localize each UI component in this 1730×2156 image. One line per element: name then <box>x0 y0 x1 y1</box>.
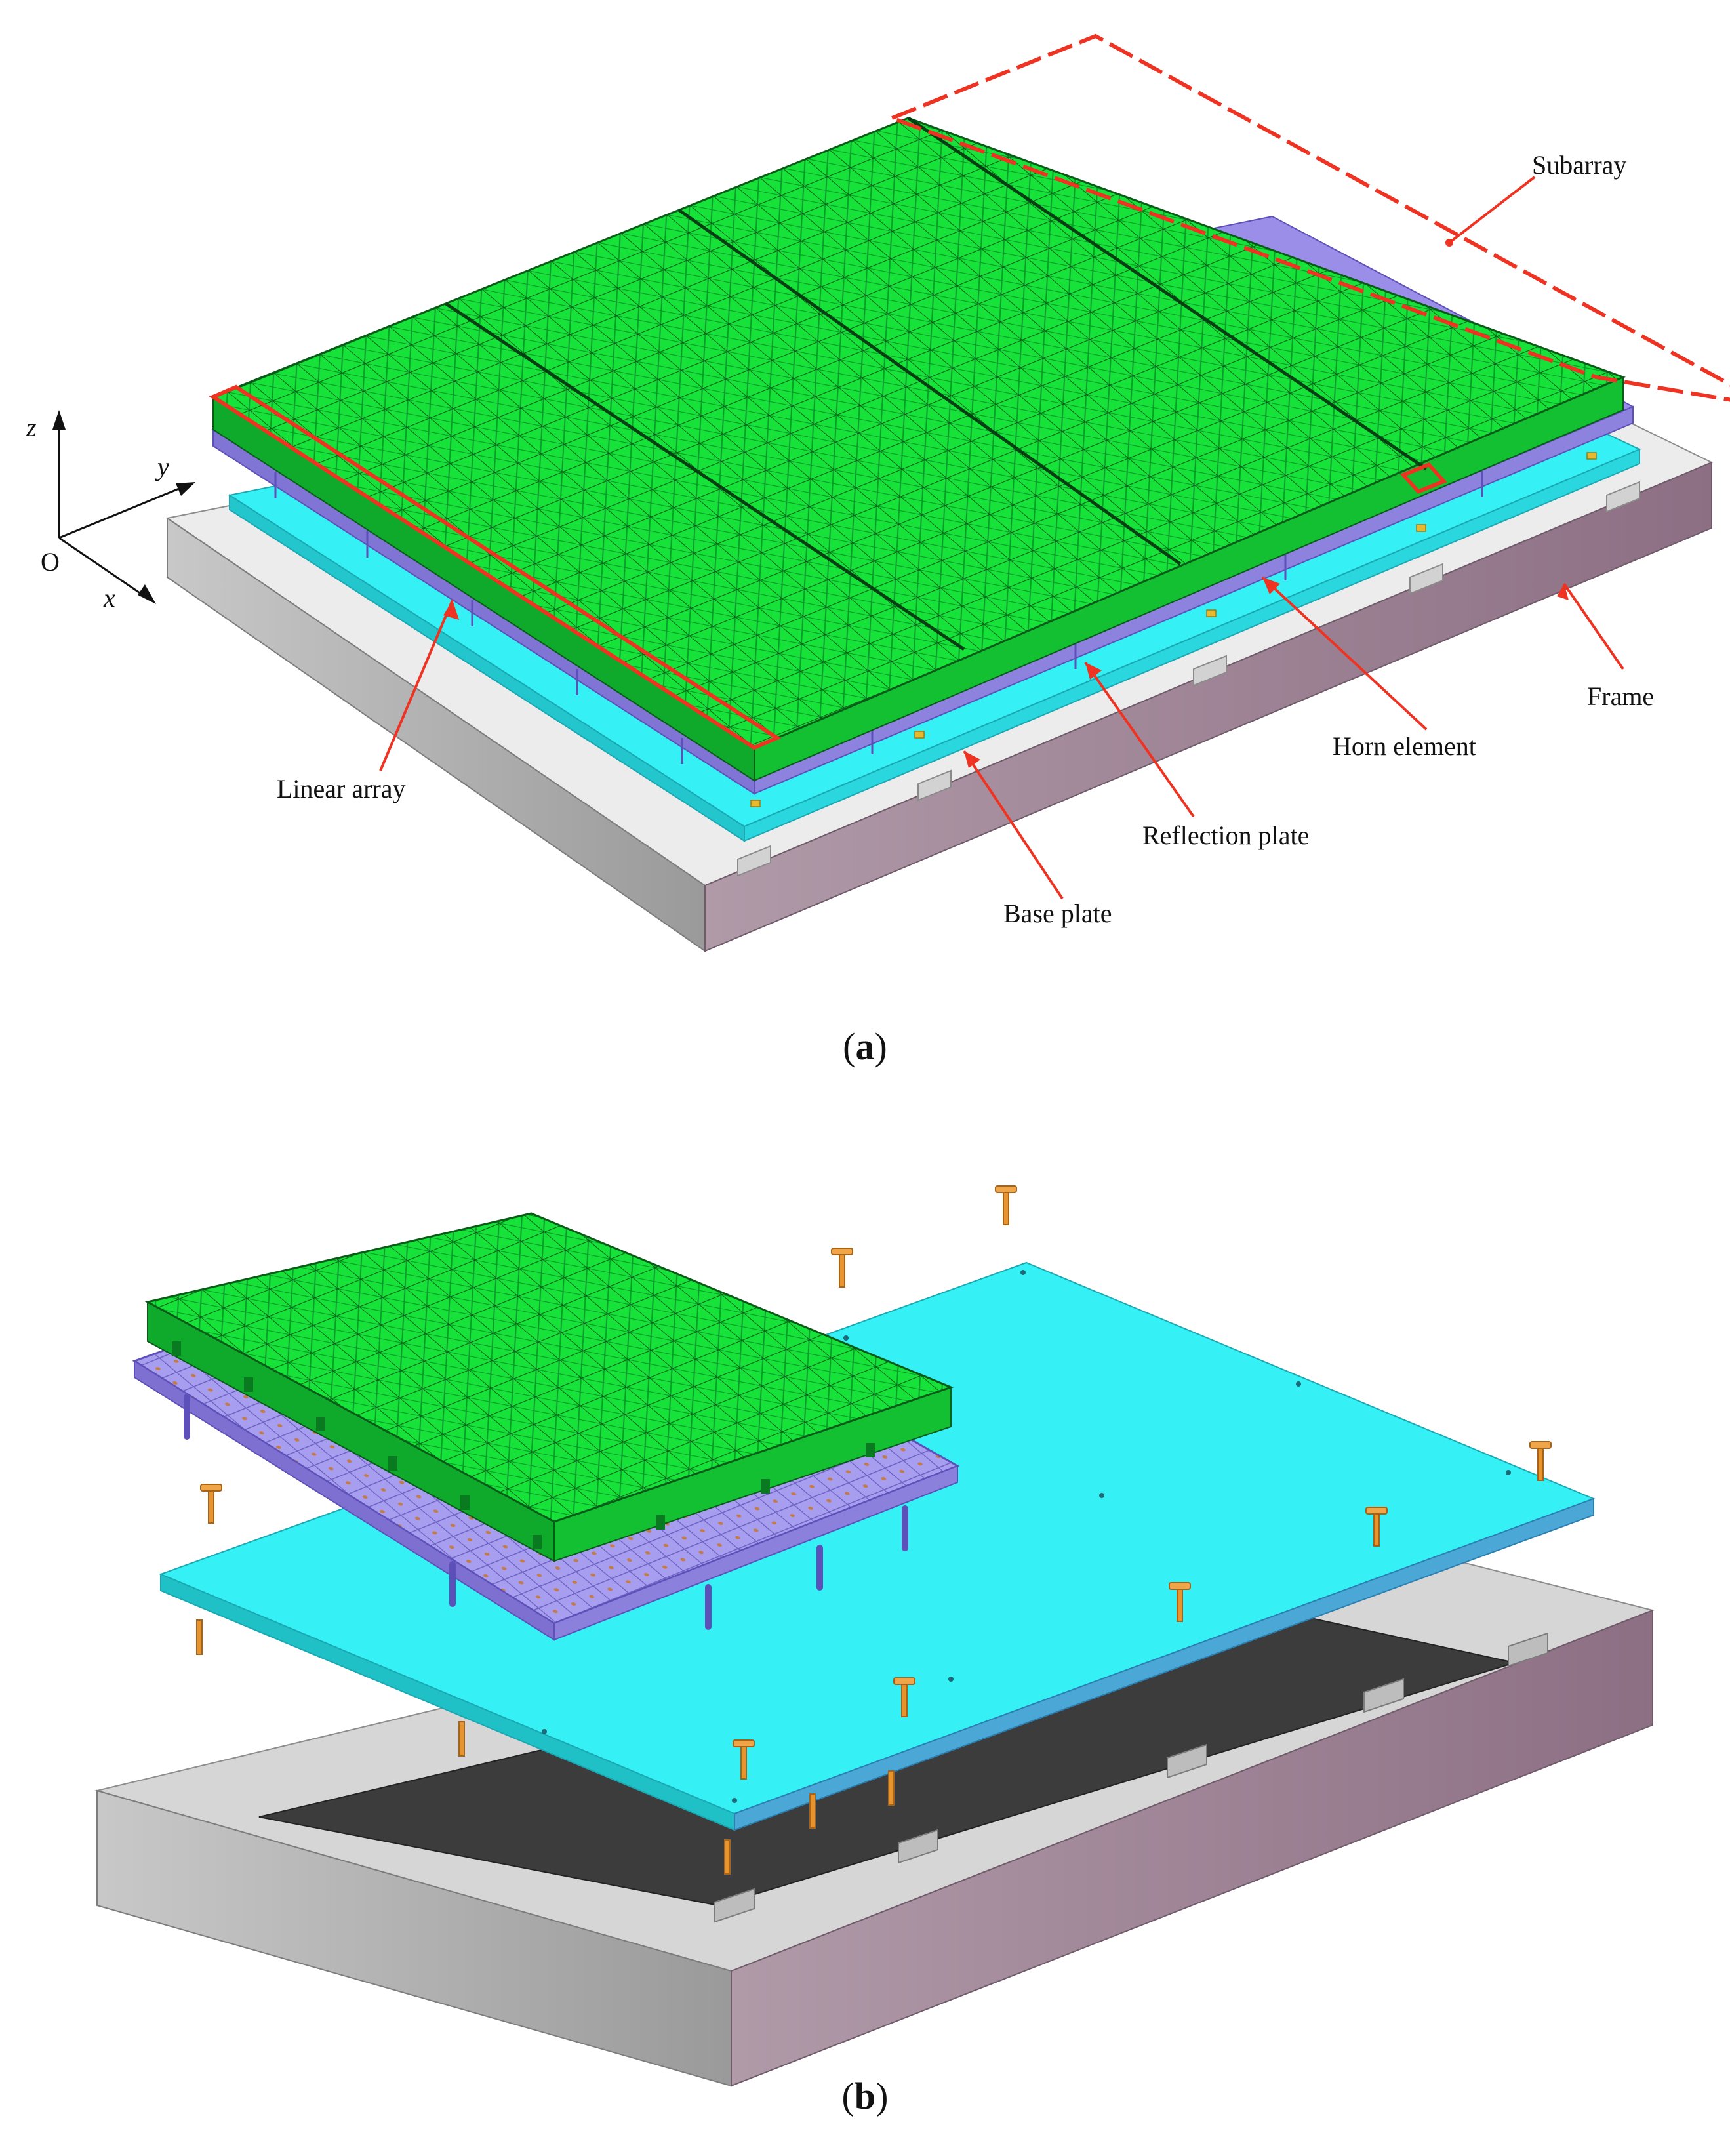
screw-7 <box>893 1677 915 1717</box>
axis-triad <box>58 420 188 600</box>
reflection-plate-b-side <box>553 1465 958 1641</box>
panel-a: z y x O Subarray Linear array Horn eleme… <box>26 33 1730 1068</box>
screw-8 <box>733 1739 755 1780</box>
base-plate-b <box>159 1261 1596 1831</box>
panel-b: (b) <box>94 1185 1655 2117</box>
label-frame: Frame <box>1587 681 1654 711</box>
horn-array-b-feet <box>172 1341 875 1549</box>
callout-outlines-a <box>209 33 1730 750</box>
label-horn-element: Horn element <box>1333 731 1476 761</box>
screw-5 <box>1365 1507 1388 1547</box>
connectors-a <box>750 452 1597 807</box>
frame-a-front-right <box>704 461 1712 952</box>
label-base-plate: Base plate <box>1003 899 1112 928</box>
screw-1 <box>995 1185 1017 1225</box>
screw-13 <box>888 1770 895 1806</box>
screw-2 <box>831 1248 853 1288</box>
screw-14 <box>724 1839 731 1875</box>
screw-10 <box>196 1619 203 1655</box>
horn-element-outline <box>1400 462 1447 494</box>
caption-b-letter: b <box>855 2075 875 2117</box>
leader-reflection-plate <box>1084 661 1195 818</box>
x-arrow-icon <box>138 584 156 604</box>
x-axis-line <box>58 537 148 600</box>
caption-a-open: ( <box>843 1025 855 1068</box>
screw-12 <box>809 1793 816 1829</box>
reflection-plate-a-posts <box>274 471 1483 764</box>
horn-array-b-top <box>144 1212 954 1523</box>
leader-linear-array <box>379 600 454 771</box>
linear-array-outline <box>209 384 782 750</box>
axis-arrowheads <box>52 410 195 604</box>
frame-b-notches <box>714 1632 1548 1923</box>
leader-subarray <box>1448 176 1536 244</box>
y-arrow-icon <box>176 482 195 496</box>
base-plate-a-side <box>744 448 1640 842</box>
screw-9 <box>200 1484 222 1524</box>
reflection-plate-b-posts <box>184 1394 908 1630</box>
caption-b-close: ) <box>875 2075 888 2117</box>
arrowheads-a <box>443 239 1569 768</box>
caption-a-letter: a <box>856 1025 875 1068</box>
base-plate-b-holes <box>542 1270 1511 1803</box>
label-linear-array: Linear array <box>277 774 406 803</box>
base-plate-b-side <box>734 1497 1594 1831</box>
frame-b-front-right <box>731 1609 1653 2087</box>
y-axis-line <box>58 484 188 539</box>
z-arrow-icon <box>52 410 66 430</box>
caption-b-open: ( <box>842 2075 855 2117</box>
axis-label-y: y <box>155 452 169 481</box>
caption-a-close: ) <box>875 1025 887 1068</box>
axis-label-origin: O <box>41 547 60 577</box>
screw-4 <box>1529 1441 1552 1481</box>
screw-6 <box>1169 1582 1191 1622</box>
label-reflection-plate: Reflection plate <box>1142 821 1309 850</box>
leader-horn-element <box>1261 576 1428 731</box>
axis-label-x: x <box>103 583 115 613</box>
caption-a: (a) <box>843 1025 887 1068</box>
leaders-a <box>379 176 1624 900</box>
screw-11 <box>458 1721 465 1757</box>
leader-base-plate <box>963 750 1064 900</box>
axis-label-z: z <box>26 413 37 442</box>
subarray-seams-a <box>445 116 1428 651</box>
subarray-outline <box>886 33 1730 402</box>
label-subarray: Subarray <box>1532 150 1626 180</box>
caption-b: (b) <box>842 2075 889 2117</box>
leader-frame <box>1563 582 1624 670</box>
horn-array-b <box>144 1212 954 1562</box>
frame-a-slots <box>737 481 1640 877</box>
